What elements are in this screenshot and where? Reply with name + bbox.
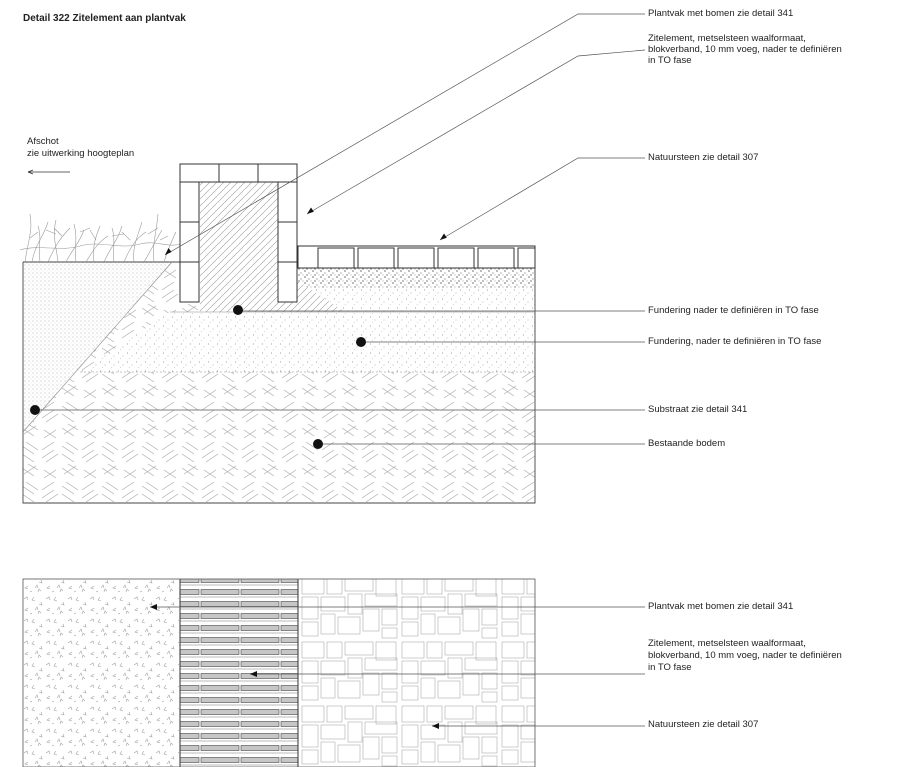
- label-substraat: Substraat zie detail 341: [648, 404, 748, 415]
- drawing-title: Detail 322 Zitelement aan plantvak: [23, 13, 186, 24]
- marker-substraat: [30, 405, 40, 415]
- plan-drawing: [22, 578, 645, 767]
- plan-label-plantvak: Plantvak met bomen zie detail 341: [648, 601, 794, 612]
- seat-wall-bricks: [179, 163, 298, 303]
- plan-seat-wall: [180, 579, 298, 767]
- marker-bodem: [313, 439, 323, 449]
- slope-arrow: [27, 169, 70, 175]
- marker-fundering-1: [233, 305, 243, 315]
- label-zitelement-line3: in TO fase: [648, 55, 692, 66]
- section-drawing: [19, 13, 646, 504]
- plan-label-zitelement-line1: Zitelement, metselsteen waalformaat,: [648, 638, 806, 649]
- afschot-reference: zie uitwerking hoogteplan: [27, 148, 135, 159]
- label-bodem: Bestaande bodem: [648, 438, 726, 449]
- plan-natural-stone: [300, 579, 535, 767]
- afschot-label: Afschot: [27, 136, 59, 147]
- natural-stone-paving: [297, 245, 536, 269]
- plan-label-natuursteen: Natuursteen zie detail 307: [648, 719, 759, 730]
- label-zitelement-line2: blokverband, 10 mm voeg, nader te defini…: [648, 44, 842, 55]
- label-plantvak: Plantvak met bomen zie detail 341: [648, 8, 794, 19]
- label-fundering-1: Fundering nader te definiëren in TO fase: [648, 305, 819, 316]
- marker-fundering-2: [356, 337, 366, 347]
- label-natuursteen: Natuursteen zie detail 307: [648, 152, 759, 163]
- plan-planting-area: [23, 579, 179, 767]
- planting-vegetation: [19, 213, 181, 263]
- section-leaders: [35, 13, 646, 445]
- plan-label-zitelement-line2: blokverband, 10 mm voeg, nader te defini…: [648, 650, 842, 661]
- plan-label-zitelement-line3: in TO fase: [648, 662, 692, 673]
- label-zitelement-line1: Zitelement, metselsteen waalformaat,: [648, 33, 806, 44]
- label-fundering-2: Fundering, nader te definiëren in TO fas…: [648, 336, 822, 347]
- plan-leaders: [150, 606, 645, 727]
